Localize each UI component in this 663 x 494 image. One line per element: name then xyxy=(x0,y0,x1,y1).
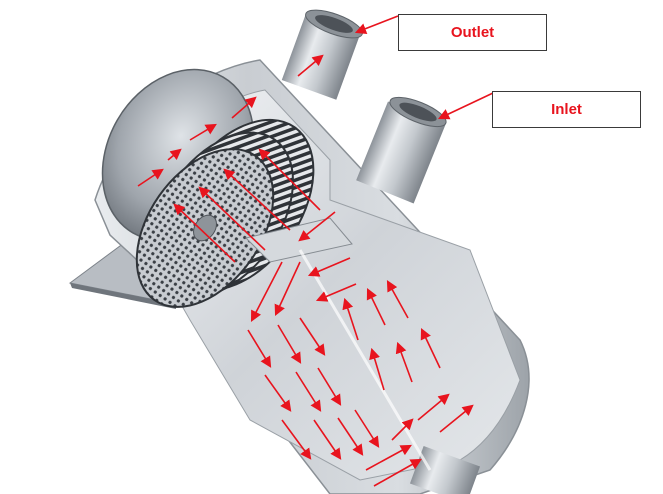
inlet-leader-arrow xyxy=(437,92,494,120)
outlet-label: Outlet xyxy=(450,24,495,41)
flow-arrow xyxy=(366,287,386,326)
flow-arrows xyxy=(137,54,474,487)
flow-arrow xyxy=(258,148,321,211)
flow-arrow xyxy=(420,327,441,369)
flow-arrow xyxy=(337,417,364,456)
flow-arrow xyxy=(250,261,283,322)
inlet-callout: Inlet xyxy=(492,91,641,128)
flow-arrow xyxy=(298,211,336,242)
flow-arrow xyxy=(247,329,272,368)
weld-seam xyxy=(298,249,432,471)
flow-arrow xyxy=(189,123,217,141)
flow-arrow xyxy=(365,444,412,471)
flow-arrow xyxy=(307,257,351,277)
flow-arrow xyxy=(297,54,324,77)
flow-arrow xyxy=(313,419,342,460)
flow-arrow xyxy=(417,393,450,421)
outlet-leader-arrow xyxy=(354,15,399,34)
outlet-callout: Outlet xyxy=(398,14,547,51)
mounting-bracket-edge xyxy=(70,283,176,309)
flow-arrow xyxy=(386,280,409,319)
flow-arrow xyxy=(264,374,292,412)
flow-arrow xyxy=(277,324,302,364)
flow-arrow xyxy=(223,168,291,231)
flow-arrow xyxy=(295,371,322,412)
flow-arrow xyxy=(315,283,357,302)
flow-arrow xyxy=(342,297,359,341)
flow-arrow xyxy=(167,148,182,161)
flow-arrow xyxy=(373,458,422,487)
flow-arrow xyxy=(395,341,413,383)
flow-arrow xyxy=(137,168,164,187)
inlet-pipe xyxy=(356,96,447,204)
flow-arrow xyxy=(317,367,342,406)
flow-arrow xyxy=(198,186,266,251)
flow-arrow xyxy=(369,347,385,391)
inlet-label: Inlet xyxy=(551,101,582,118)
flow-arrow xyxy=(391,418,414,441)
flow-arrow xyxy=(231,96,257,119)
flow-arrow xyxy=(439,404,474,433)
drain-pipe xyxy=(409,445,481,494)
flow-arrow xyxy=(281,419,312,460)
flow-arrow xyxy=(274,261,301,317)
flow-arrow xyxy=(173,203,236,263)
flow-arrow xyxy=(299,317,326,356)
flow-arrow xyxy=(354,409,380,448)
